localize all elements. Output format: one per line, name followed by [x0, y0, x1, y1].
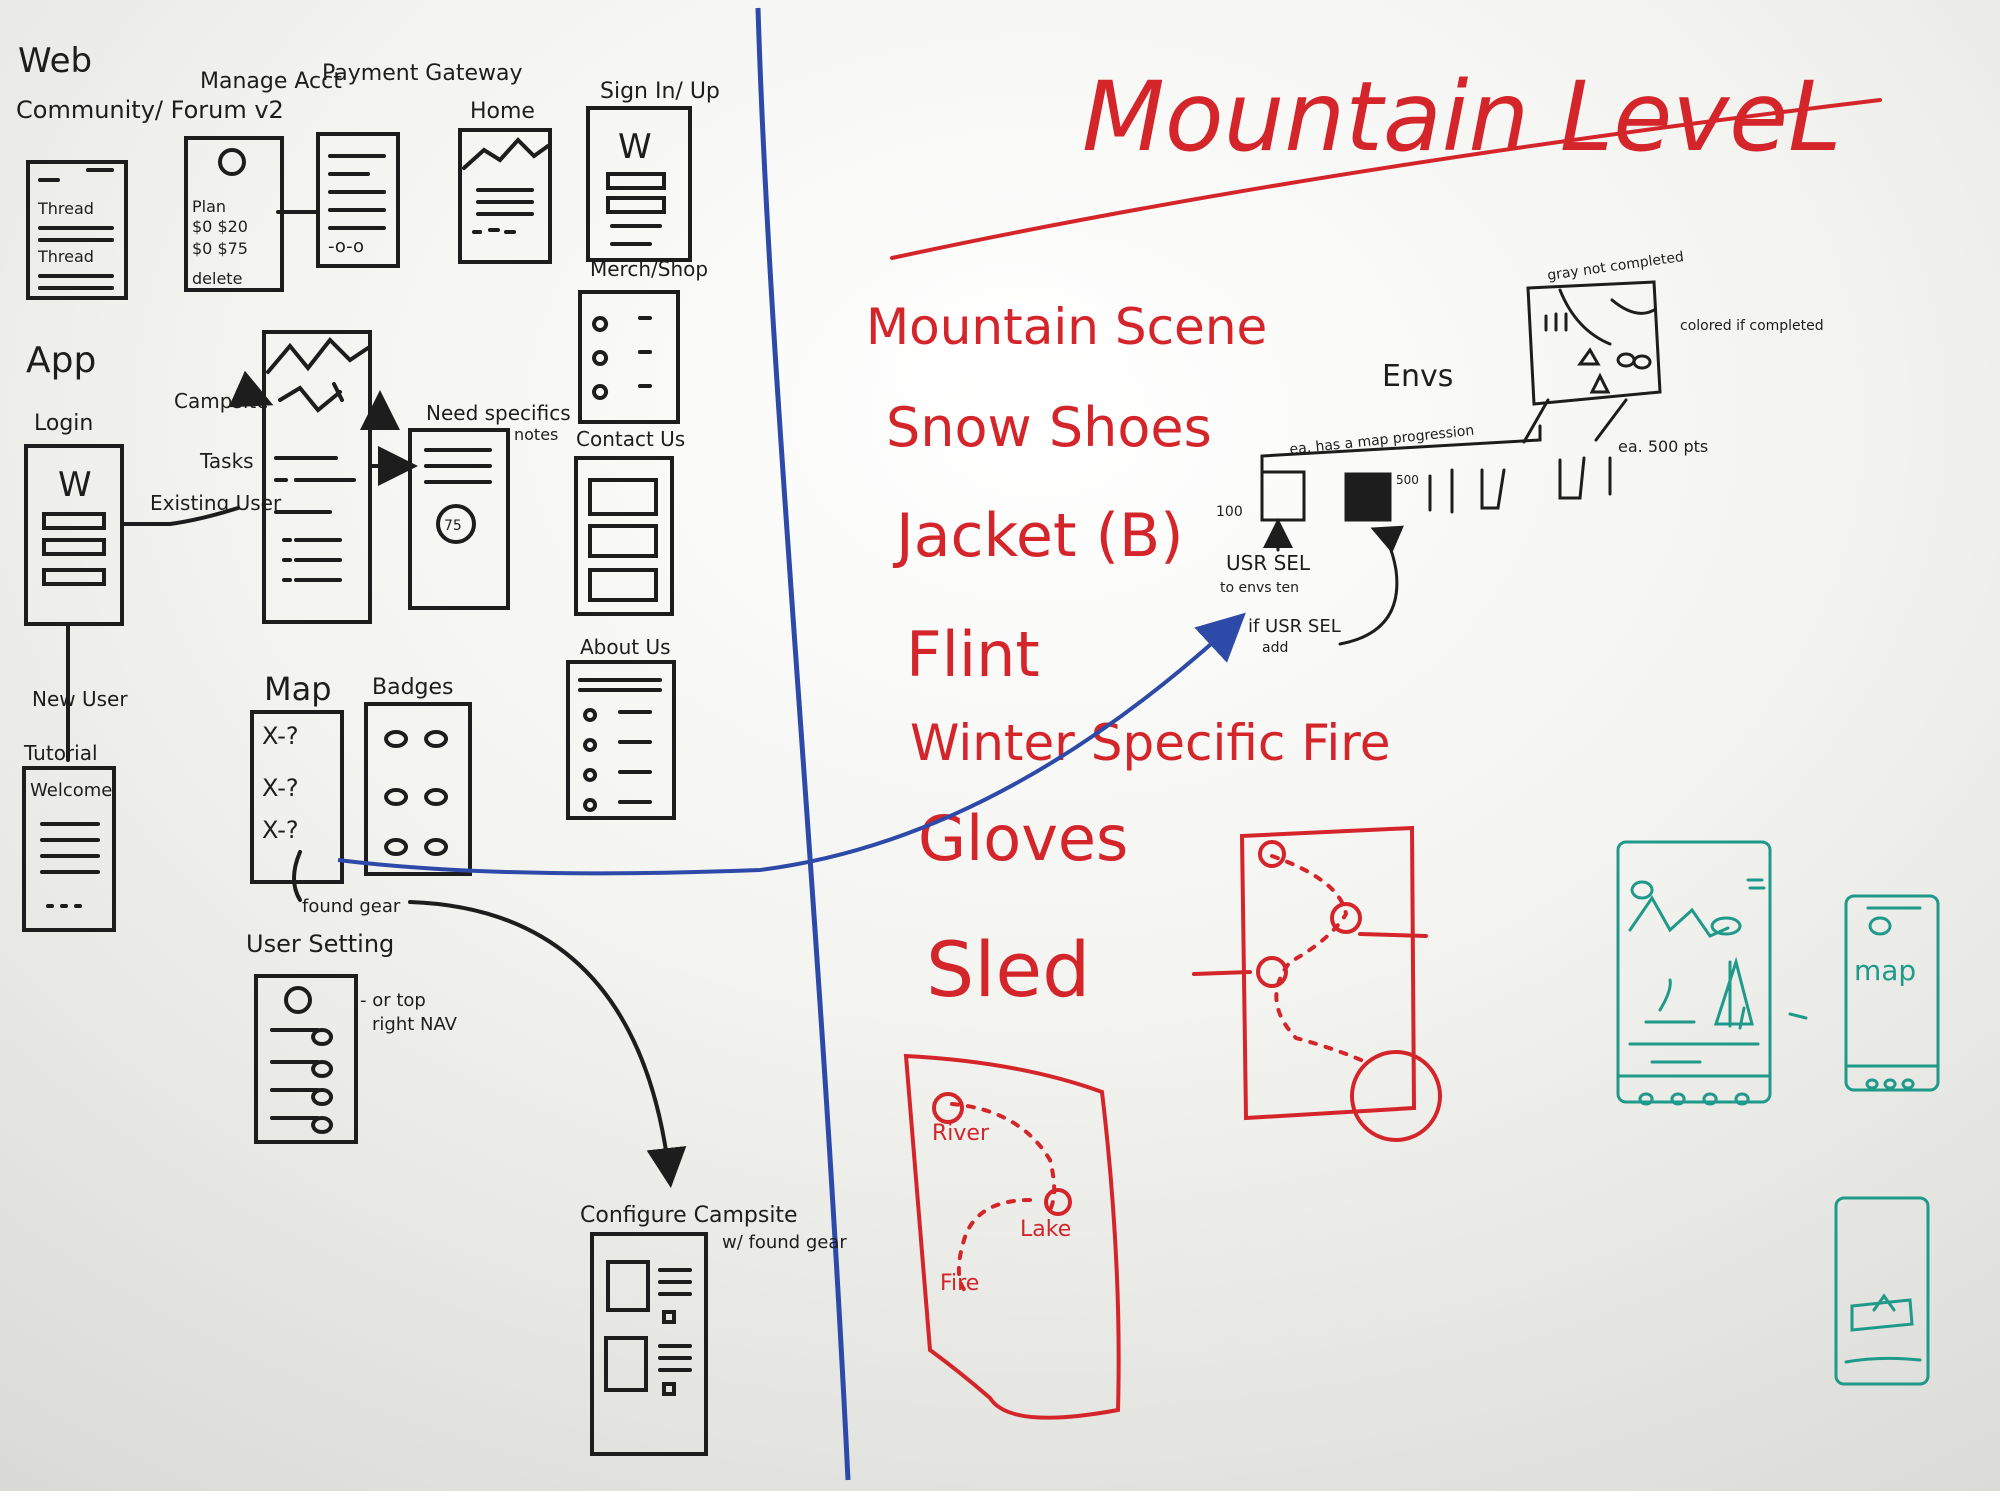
payment-dots: -o-o [328, 236, 364, 257]
map-marks-2: X-? [262, 774, 299, 802]
welcome-label: Welcome [30, 780, 112, 801]
map-marks: X-? [262, 722, 299, 750]
level-item-2: Snow Shoes [886, 396, 1212, 459]
add-label: add [1262, 640, 1288, 656]
map-marks-3: X-? [262, 816, 299, 844]
merch-label: Merch/Shop [590, 257, 708, 281]
login-logo: W [58, 465, 92, 505]
tasks-label: Tasks [199, 449, 254, 473]
manage-label: Manage Acct [200, 69, 342, 94]
river-label: River [932, 1121, 990, 1146]
env-box-2 [1346, 474, 1390, 520]
login-label: Login [34, 411, 93, 436]
plan-label: Plan [192, 197, 226, 216]
phone-map-label: map [1854, 954, 1916, 987]
right-nav-label: right NAV [372, 1014, 458, 1035]
community-label: Community/ Forum v2 [16, 96, 284, 124]
usr-sel-label: USR SEL [1226, 551, 1311, 575]
tutorial-label: Tutorial [23, 741, 98, 765]
home-label: Home [470, 99, 535, 124]
need-specifics-label: Need specifics [426, 401, 571, 425]
thread-label-2: Thread [37, 247, 94, 266]
signin-logo: W [618, 127, 652, 167]
envs-label: Envs [1382, 359, 1453, 394]
new-user-label: New User [32, 687, 128, 711]
thread-label-1: Thread [37, 199, 94, 218]
level-item-5: Winter Specific Fire [910, 714, 1390, 772]
app-heading: App [26, 340, 96, 381]
web-heading: Web [18, 41, 92, 81]
wfound-label: w/ found gear [722, 1232, 847, 1253]
to-envs-label: to envs ten [1220, 580, 1299, 596]
payment-label: Payment Gateway [322, 61, 523, 86]
fire-label: Fire [940, 1271, 979, 1296]
about-label: About Us [580, 635, 671, 659]
pts-100-label: 100 [1216, 504, 1243, 520]
if-usr-sel-label: if USR SEL [1248, 616, 1341, 637]
level-item-4: Flint [906, 618, 1040, 691]
configure-label: Configure Campsite [580, 1203, 798, 1228]
map-label: Map [264, 670, 332, 708]
ea-500-label: ea. 500 pts [1618, 437, 1708, 456]
colored-if-completed-label: colored if completed [1680, 318, 1824, 334]
level-item-7: Sled [926, 925, 1090, 1014]
level-item-1: Mountain Scene [866, 298, 1267, 356]
level-item-6: Gloves [918, 802, 1128, 875]
delete-label: delete [192, 269, 242, 288]
signin-label: Sign In/ Up [600, 79, 720, 104]
plan-price-a: $0 $20 [192, 217, 248, 236]
score-badge-value: 75 [444, 518, 462, 534]
pts-500-label: 500 [1396, 473, 1419, 487]
or-top-label: - or top [360, 990, 426, 1011]
lake-label: Lake [1020, 1217, 1071, 1242]
campsite-label: Campsite [174, 389, 269, 413]
contact-label: Contact Us [576, 427, 685, 451]
badges-label: Badges [372, 675, 454, 700]
found-gear-label: found gear [302, 896, 401, 917]
user-setting-label: User Setting [246, 930, 394, 958]
notes-label: notes [514, 425, 558, 444]
level-item-3: Jacket (B) [892, 501, 1184, 571]
plan-price-b: $0 $75 [192, 239, 248, 258]
